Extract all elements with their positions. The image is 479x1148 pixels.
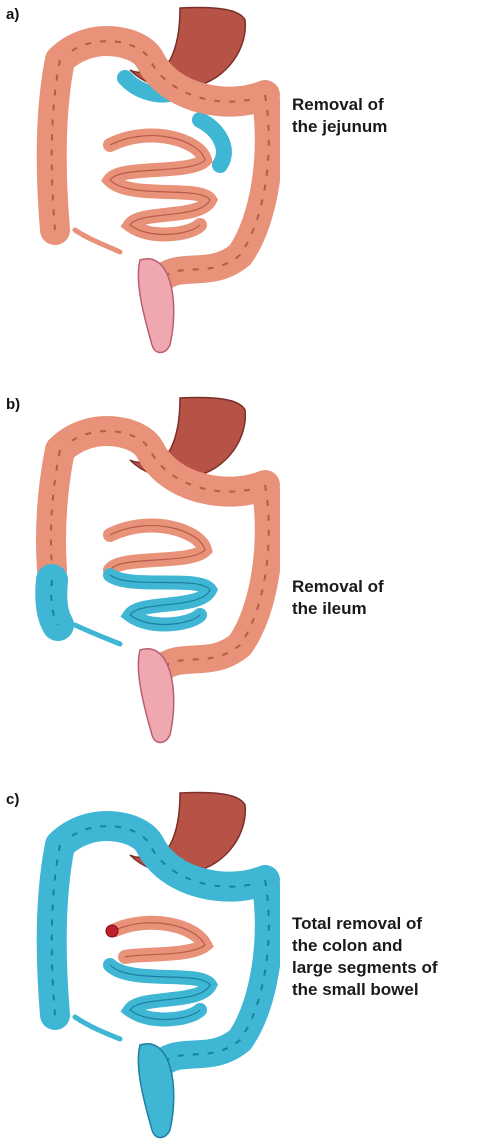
stoma-end	[106, 925, 118, 937]
intestine-illustration-a	[30, 0, 280, 370]
small-bowel	[110, 136, 210, 235]
caption-c-line-1: Total removal of	[292, 913, 438, 935]
caption-b-line-1: Removal of	[292, 576, 384, 598]
caption-a: Removal of the jejunum	[292, 94, 387, 138]
panel-a: a) Removal of the jejunum	[0, 0, 479, 380]
panel-c: c) Total removal of the colon and large …	[0, 785, 479, 1148]
intestine-illustration-b	[30, 390, 280, 760]
caption-c-line-3: large segments of	[292, 957, 438, 979]
ascending-colon-removed	[52, 845, 60, 1015]
caption-c-line-4: the small bowel	[292, 979, 438, 1001]
panel-label-b: b)	[6, 396, 20, 413]
caption-c-line-2: the colon and	[292, 935, 438, 957]
caption-a-line-1: Removal of	[292, 94, 387, 116]
appendix	[75, 625, 120, 644]
small-bowel-remaining	[115, 923, 205, 957]
cecum-removed	[51, 580, 58, 625]
ascending-colon	[52, 60, 60, 230]
caption-c: Total removal of the colon and large seg…	[292, 913, 438, 1001]
caption-b-line-2: the ileum	[292, 598, 384, 620]
panel-label-c: c)	[6, 791, 19, 808]
panel-b: b) Removal of the ileum	[0, 390, 479, 770]
appendix	[75, 230, 120, 252]
caption-a-line-2: the jejunum	[292, 116, 387, 138]
appendix	[75, 1017, 120, 1039]
caption-b: Removal of the ileum	[292, 576, 384, 620]
panel-label-a: a)	[6, 6, 19, 23]
intestine-illustration-c	[30, 785, 280, 1145]
